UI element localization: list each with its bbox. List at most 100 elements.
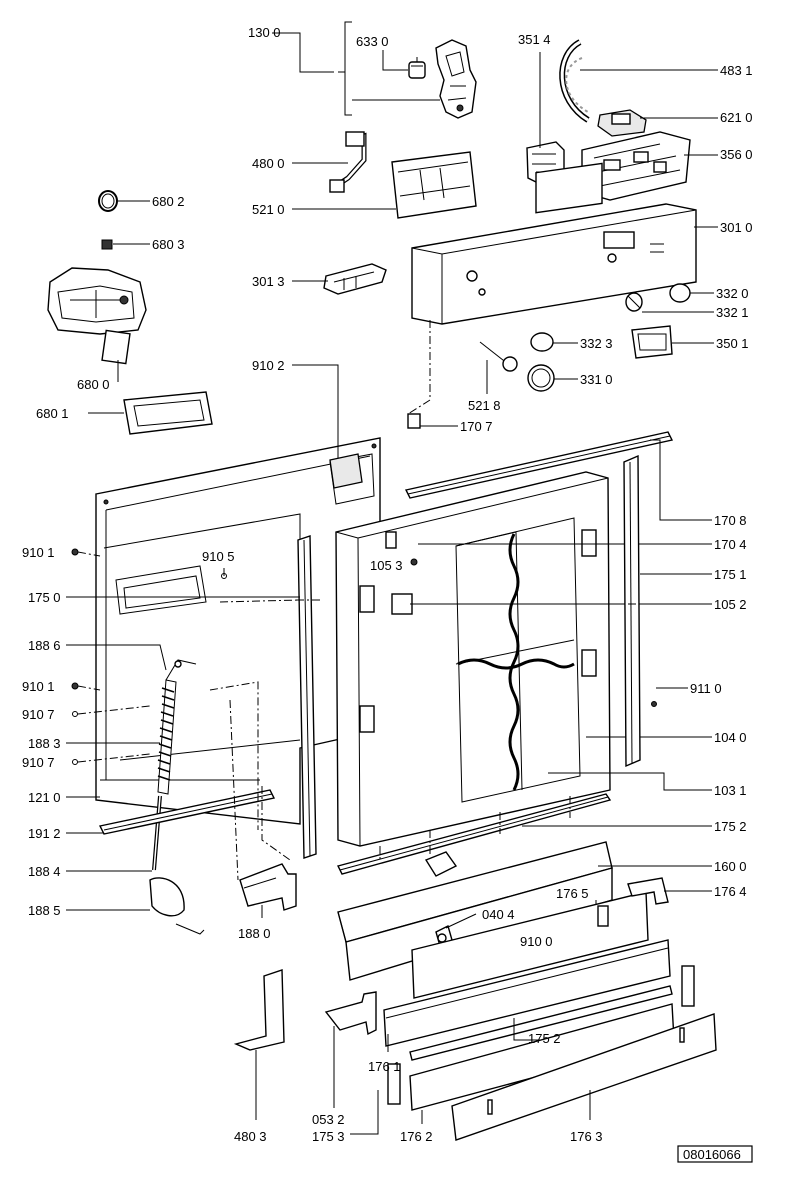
label-103-1: 103 1	[714, 783, 747, 798]
label-176-2: 176 2	[400, 1129, 433, 1144]
label-911-0: 911 0	[690, 681, 722, 696]
label-910-2: 910 2	[252, 358, 285, 373]
label-910-1-b: 910 1	[22, 679, 55, 694]
part-480-3	[233, 969, 285, 1051]
label-170-4: 170 4	[714, 537, 747, 552]
label-175-1: 175 1	[714, 567, 747, 582]
part-680-2	[98, 190, 118, 212]
label-350-1: 350 1	[716, 336, 749, 351]
label-121-0: 121 0	[28, 790, 61, 805]
label-351-4: 351 4	[518, 32, 551, 47]
label-105-2: 105 2	[714, 597, 747, 612]
label-175-2-b: 175 2	[528, 1031, 561, 1046]
label-301-0: 301 0	[720, 220, 753, 235]
drawing-number: 08016066	[683, 1147, 741, 1162]
part-911-0	[651, 701, 657, 707]
part-188-5	[149, 877, 205, 935]
part-170-8	[404, 431, 674, 499]
label-191-2: 191 2	[28, 826, 61, 841]
part-621-0	[597, 109, 647, 137]
label-175-0: 175 0	[28, 590, 61, 605]
label-188-5: 188 5	[28, 903, 61, 918]
part-130-0	[435, 39, 477, 119]
label-170-7: 170 7	[460, 419, 493, 434]
part-483-1	[559, 39, 590, 123]
part-176-3	[451, 1013, 717, 1141]
part-332-0	[669, 283, 691, 303]
part-301-3	[323, 263, 387, 295]
part-332-3	[530, 332, 554, 352]
label-188-6: 188 6	[28, 638, 61, 653]
label-176-5: 176 5	[556, 886, 589, 901]
label-680-2: 680 2	[152, 194, 185, 209]
end-cap-right	[681, 965, 695, 1007]
label-188-3: 188 3	[28, 736, 61, 751]
part-680-3	[101, 239, 113, 250]
part-301-0	[411, 162, 697, 325]
label-040-4: 040 4	[482, 907, 515, 922]
label-175-2-a: 175 2	[714, 819, 747, 834]
label-176-1: 176 1	[368, 1059, 401, 1074]
drawing-number-box: 08016066	[677, 1145, 753, 1163]
label-104-0: 104 0	[714, 730, 747, 745]
part-332-1	[625, 292, 643, 312]
part-188-6	[165, 659, 197, 681]
label-130-0: 130 0	[248, 25, 281, 40]
label-332-3: 332 3	[580, 336, 613, 351]
part-104-0-outer-door	[335, 471, 611, 847]
label-910-1-a: 910 1	[22, 545, 55, 560]
part-188-0	[239, 863, 297, 911]
part-176-5	[597, 905, 609, 927]
label-633-0: 633 0	[356, 34, 389, 49]
part-680-1	[123, 391, 213, 435]
label-331-0: 331 0	[580, 372, 613, 387]
label-910-5: 910 5	[202, 549, 235, 564]
label-521-0: 521 0	[252, 202, 285, 217]
part-053-2	[324, 991, 377, 1036]
label-480-0: 480 0	[252, 156, 285, 171]
label-680-3: 680 3	[152, 237, 185, 252]
part-521-8	[479, 341, 518, 372]
label-332-1: 332 1	[716, 305, 749, 320]
label-480-3: 480 3	[234, 1129, 267, 1144]
label-188-4: 188 4	[28, 864, 61, 879]
label-910-7-b: 910 7	[22, 755, 55, 770]
part-521-0	[391, 151, 477, 219]
part-910-2	[329, 453, 363, 489]
part-188-4	[152, 795, 162, 871]
part-331-0	[527, 364, 555, 392]
part-176-4	[627, 877, 669, 905]
label-170-8: 170 8	[714, 513, 747, 528]
part-175-1	[623, 454, 641, 768]
label-176-3: 176 3	[570, 1129, 603, 1144]
part-188-3-spring	[157, 679, 177, 795]
part-680-0	[47, 267, 147, 365]
label-332-0: 332 0	[716, 286, 749, 301]
part-633-0	[408, 57, 426, 79]
part-175-2-rail	[336, 793, 612, 875]
label-175-3: 175 3	[312, 1129, 345, 1144]
label-910-7-a: 910 7	[22, 707, 55, 722]
label-680-0: 680 0	[77, 377, 110, 392]
label-105-3: 105 3	[370, 558, 403, 573]
part-191-2	[98, 789, 276, 835]
screws-910	[71, 548, 227, 765]
part-175-3	[387, 1063, 401, 1105]
label-910-0: 910 0	[520, 934, 553, 949]
part-170-7	[407, 413, 421, 429]
label-301-3: 301 3	[252, 274, 285, 289]
part-350-1	[631, 325, 673, 359]
label-053-2: 053 2	[312, 1112, 345, 1127]
label-188-0: 188 0	[238, 926, 271, 941]
part-175-0	[297, 535, 317, 859]
label-356-0: 356 0	[720, 147, 753, 162]
label-176-4: 176 4	[714, 884, 747, 899]
label-483-1: 483 1	[720, 63, 753, 78]
part-175-2-lower	[409, 985, 673, 1061]
label-521-8: 521 8	[468, 398, 501, 413]
part-480-0	[329, 131, 367, 193]
part-lower-plate	[411, 891, 649, 999]
part-176-1	[383, 939, 671, 1047]
label-160-0: 160 0	[714, 859, 747, 874]
